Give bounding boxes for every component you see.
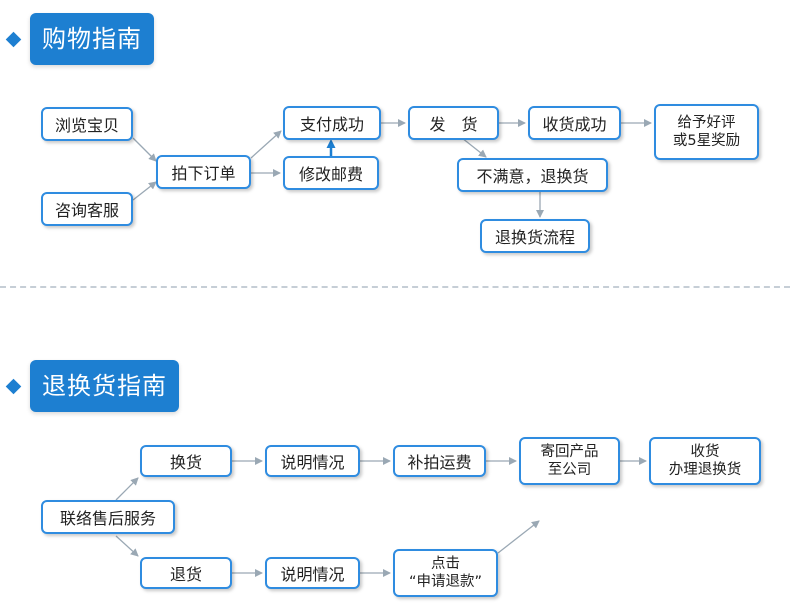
- node-apply-refund-line1: 点击: [431, 556, 460, 572]
- section-divider: [0, 286, 790, 288]
- node-refund: 退货: [140, 557, 232, 589]
- node-payment-success: 支付成功: [283, 106, 381, 140]
- node-receive-process-line1: 收货: [690, 444, 720, 460]
- node-modify-shipping: 修改邮费: [283, 156, 379, 190]
- shopping-guide-header: 购物指南: [5, 13, 154, 65]
- arrow-consult-to-order: [132, 181, 157, 201]
- node-consult: 咨询客服: [41, 192, 133, 226]
- node-receive-process-line2: 办理退换货: [668, 462, 742, 478]
- node-return-flow: 退换货流程: [480, 219, 590, 253]
- node-send-back-line1: 寄回产品: [540, 444, 599, 460]
- return-guide-header: 退换货指南: [5, 360, 179, 412]
- node-rate-line2: 或5星奖励: [672, 133, 741, 149]
- node-send-back-line2: 至公司: [547, 462, 592, 478]
- arrow-contact-to-exchange: [115, 477, 139, 501]
- node-contact-aftersales: 联络售后服务: [41, 500, 175, 534]
- node-pay-shipping: 补拍运费: [393, 445, 486, 477]
- node-explain-situation-2: 说明情况: [265, 557, 360, 589]
- arrow-order-to-pay: [250, 130, 282, 159]
- arrow-ship-to-unsatisfied: [461, 137, 487, 158]
- node-apply-refund: 点击 “申请退款”: [393, 549, 498, 597]
- return-guide-title: 退换货指南: [30, 360, 179, 412]
- arrow-contact-to-refund: [115, 535, 139, 557]
- node-exchange: 换货: [140, 445, 232, 477]
- node-send-back: 寄回产品 至公司: [519, 437, 620, 485]
- arrow-click-to-sendback: [497, 520, 540, 554]
- node-browse: 浏览宝贝: [41, 107, 133, 141]
- node-apply-refund-line2: “申请退款”: [408, 574, 483, 590]
- node-receive-process: 收货 办理退换货: [649, 437, 761, 485]
- node-receive-success: 收货成功: [528, 106, 621, 140]
- node-place-order: 拍下订单: [156, 155, 251, 189]
- arrow-browse-to-order: [132, 137, 157, 162]
- node-explain-situation-1: 说明情况: [265, 445, 360, 477]
- node-ship: 发 货: [408, 106, 499, 140]
- node-unsatisfied: 不满意，退换货: [457, 158, 608, 192]
- node-rate: 给予好评 或5星奖励: [654, 104, 759, 160]
- shopping-guide-title: 购物指南: [30, 13, 154, 65]
- node-rate-line1: 给予好评: [677, 115, 736, 131]
